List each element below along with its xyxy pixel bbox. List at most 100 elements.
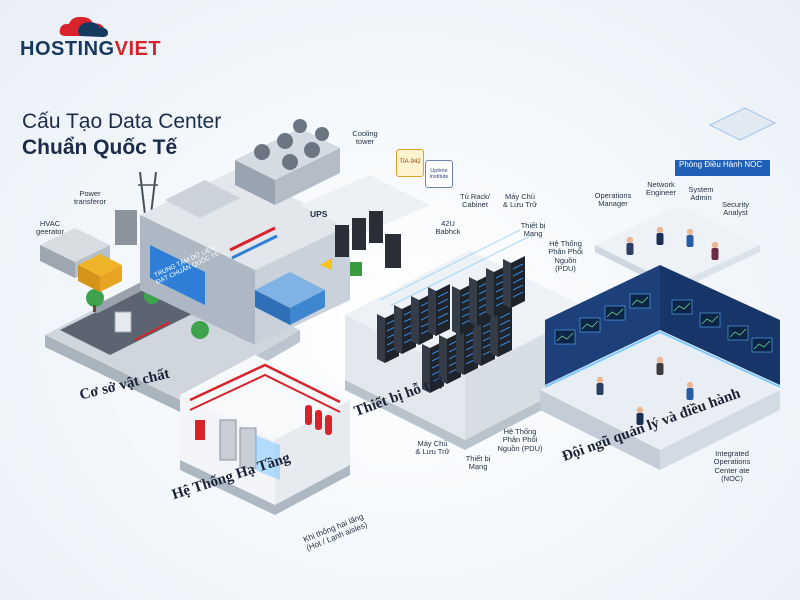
person-head bbox=[711, 241, 719, 249]
person-body bbox=[656, 233, 664, 245]
ups-room bbox=[300, 175, 430, 276]
uptime-institute-label: Uptime Institute bbox=[429, 168, 449, 181]
main-building bbox=[140, 119, 350, 345]
server-rack bbox=[498, 305, 512, 357]
pdu-label-bottom: Hệ Thống Phân Phối Nguồn (PDU) bbox=[497, 427, 543, 453]
server-rack-side bbox=[439, 335, 447, 384]
screen-graph bbox=[673, 302, 691, 312]
system-admin-label: System Admin bbox=[688, 185, 714, 203]
network-device-label-top: Thiết bị Mạng bbox=[520, 221, 546, 239]
brand-part-hosting: HOSTING bbox=[20, 38, 115, 60]
person-body bbox=[711, 248, 719, 260]
server-rack-side bbox=[452, 286, 460, 335]
screen-graph bbox=[606, 308, 624, 318]
person-body bbox=[686, 388, 694, 400]
server-rack-side bbox=[490, 308, 498, 357]
rack-led bbox=[512, 263, 524, 270]
tia-942-badge: TIA-942 bbox=[396, 149, 424, 177]
noc-room-label: Phòng Điều Hành NOC bbox=[679, 160, 763, 169]
server-racks bbox=[377, 256, 525, 393]
screen-graph bbox=[581, 320, 599, 330]
security-analyst-label: Security Analyst bbox=[721, 200, 750, 218]
server-storage-label-top: Máy Chủ & Lưu Trữ bbox=[502, 192, 538, 210]
server-rack-side bbox=[486, 268, 494, 317]
server-rack-side bbox=[456, 326, 464, 375]
page-title-line2: Chuẩn Quốc Tế bbox=[22, 136, 178, 159]
rack-led bbox=[499, 319, 511, 326]
noc-wall-screen bbox=[727, 325, 749, 341]
screen-graph bbox=[729, 328, 747, 338]
noc-wall-screen bbox=[671, 299, 693, 315]
server-rack bbox=[436, 284, 450, 336]
person-head bbox=[686, 381, 694, 389]
noc-wall-screen bbox=[751, 337, 773, 353]
server-rack-side bbox=[428, 287, 436, 336]
power-equipment bbox=[40, 171, 158, 292]
server-rack-side bbox=[473, 317, 481, 366]
person-head bbox=[686, 228, 694, 236]
uptime-institute-badge: Uptime Institute bbox=[425, 160, 453, 188]
power-transferor-label: Power transferor bbox=[73, 189, 107, 207]
noc-area bbox=[540, 107, 781, 470]
noc-wall-screen bbox=[629, 293, 651, 309]
person-body bbox=[686, 235, 694, 247]
network-engineer-label: Network Engineer bbox=[645, 180, 677, 198]
rack-led bbox=[437, 291, 449, 298]
cooling-tower-label: Cooling tower bbox=[352, 129, 378, 147]
person-body bbox=[636, 413, 644, 425]
noc-staff bbox=[596, 226, 719, 425]
person-head bbox=[656, 226, 664, 234]
server-rack-side bbox=[377, 314, 385, 363]
server-rack-side bbox=[394, 305, 402, 354]
rack-42u-label: 42U Babhck bbox=[435, 219, 461, 237]
ups-label: UPS bbox=[310, 209, 328, 219]
operations-manager-label: Operations Manager bbox=[594, 191, 632, 209]
page-title-line1: Cấu Tạo Data Center bbox=[22, 110, 222, 133]
rack-led bbox=[512, 270, 524, 277]
rack-led bbox=[437, 298, 449, 305]
brand-name: HOSTINGVIET bbox=[20, 38, 161, 61]
rack-led bbox=[499, 333, 511, 340]
person-head bbox=[626, 236, 634, 244]
person-body bbox=[656, 363, 664, 375]
rack-led bbox=[512, 284, 524, 291]
screen-graph bbox=[631, 296, 649, 306]
network-device-label-bottom: Thiết bị Mạng bbox=[465, 454, 491, 472]
rack-led bbox=[499, 312, 511, 319]
person-body bbox=[626, 243, 634, 255]
cloud-icon bbox=[59, 16, 108, 37]
pdu-label-top: Hệ Thống Phân Phối Nguồn (PDU) bbox=[548, 239, 583, 273]
server-rack-side bbox=[503, 259, 511, 308]
noc-wall-screen bbox=[604, 305, 626, 321]
person-head bbox=[636, 406, 644, 414]
noc-screens bbox=[554, 293, 773, 353]
rack-led bbox=[437, 312, 449, 319]
noc-wall-screen bbox=[579, 317, 601, 333]
rack-led bbox=[512, 277, 524, 284]
noc-wall-screen bbox=[554, 329, 576, 345]
person-head bbox=[656, 356, 664, 364]
server-rack-side bbox=[411, 296, 419, 345]
screen-graph bbox=[556, 332, 574, 342]
screen-graph bbox=[753, 340, 771, 350]
ioc-label: Integrated Operations Center ate (NOC) bbox=[713, 449, 751, 483]
rack-led bbox=[437, 305, 449, 312]
person-head bbox=[596, 376, 604, 384]
rack-cabinet-label: Tủ Rack/ Cabinet bbox=[459, 192, 490, 210]
infrastructure-cutaway bbox=[180, 355, 350, 515]
server-rack-side bbox=[469, 277, 477, 326]
server-rack bbox=[511, 256, 525, 308]
rack-led bbox=[499, 326, 511, 333]
noc-wall-screen bbox=[699, 312, 721, 328]
person-body bbox=[596, 383, 604, 395]
rack-led bbox=[437, 319, 449, 326]
screen-graph bbox=[701, 315, 719, 325]
server-rack-side bbox=[422, 344, 430, 393]
rack-led bbox=[499, 340, 511, 347]
tia-942-label: TIA-942 bbox=[399, 159, 421, 165]
server-storage-label-bottom: Máy Chủ & Lưu Trữ bbox=[415, 439, 450, 457]
rack-led bbox=[512, 291, 524, 298]
brand-part-viet: VIET bbox=[114, 38, 162, 60]
